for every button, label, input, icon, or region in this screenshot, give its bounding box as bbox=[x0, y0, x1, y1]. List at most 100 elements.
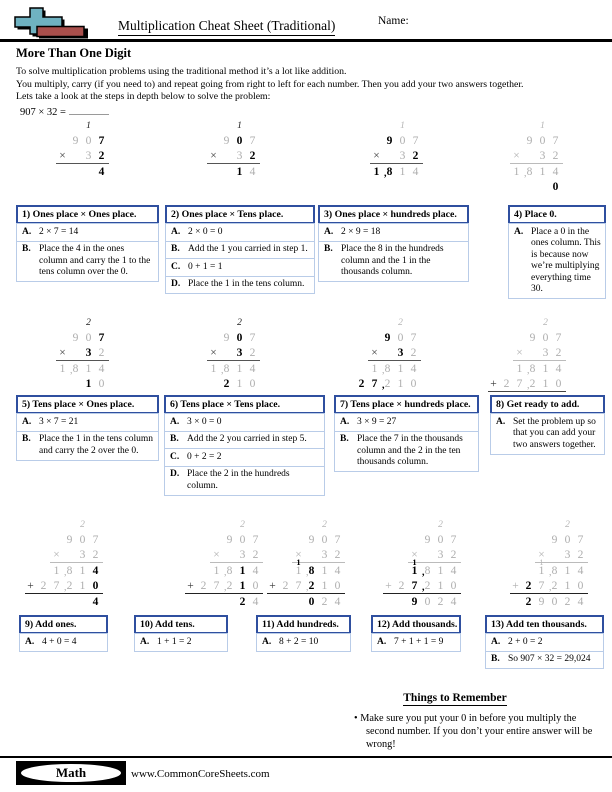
digit: 3 bbox=[399, 150, 406, 162]
digit: 1, bbox=[538, 565, 552, 578]
digit: 0 bbox=[321, 534, 328, 546]
step-box-title: 13) Add ten thousands. bbox=[485, 615, 604, 634]
step-box-8: 8) Get ready to add.A.Set the problem up… bbox=[490, 395, 605, 455]
digit: × bbox=[411, 549, 418, 561]
digit: + bbox=[187, 580, 194, 592]
digit: 8 bbox=[526, 166, 533, 178]
digit: 2 bbox=[200, 580, 207, 592]
step-item-text: Place the 1 in the tens column and carry… bbox=[39, 434, 153, 456]
step-item-letter: A. bbox=[22, 416, 32, 427]
step-item-letter: C. bbox=[171, 261, 181, 272]
digit: 7 bbox=[252, 534, 259, 546]
digit: 1 bbox=[321, 565, 328, 577]
digit: × bbox=[538, 549, 545, 561]
name-label: Name: bbox=[378, 15, 409, 27]
multiply-line bbox=[56, 360, 109, 361]
digit: 4 bbox=[412, 166, 419, 178]
digit: 0 bbox=[437, 534, 444, 546]
carry-row: 2 bbox=[24, 519, 104, 532]
step-item-letter: C. bbox=[170, 451, 180, 462]
answer-blank bbox=[68, 104, 109, 115]
step-item-letter: B. bbox=[22, 434, 31, 444]
intro-line-1: To solve multiplication problems using t… bbox=[16, 66, 347, 77]
step-item: B. Place the 1 in the tens column and car… bbox=[16, 430, 159, 461]
digit: 9 bbox=[424, 534, 431, 546]
digit: × bbox=[371, 347, 378, 359]
digit: 3 bbox=[85, 150, 92, 162]
digit: 4 bbox=[92, 565, 99, 577]
digit: 4 bbox=[334, 565, 341, 577]
step-item-letter: A. bbox=[514, 226, 524, 237]
section-heading: More Than One Digit bbox=[16, 46, 132, 60]
sum-line bbox=[383, 593, 461, 594]
subject-badge: Math bbox=[16, 761, 126, 785]
carry-row: 2 bbox=[266, 519, 346, 532]
digit: × bbox=[210, 347, 217, 359]
digit: 8 bbox=[226, 565, 233, 577]
digit: 0 bbox=[399, 135, 406, 147]
step-box-title: 2) Ones place × Tens place. bbox=[165, 205, 315, 224]
multiply-line bbox=[408, 562, 461, 563]
digit: 3 bbox=[79, 549, 86, 561]
digit: 2 bbox=[564, 596, 571, 608]
digit: 9 bbox=[72, 332, 79, 344]
multiply-line bbox=[535, 562, 588, 563]
multiply-line bbox=[510, 163, 563, 164]
digit: 1 bbox=[237, 121, 242, 131]
digit: 3 bbox=[397, 347, 404, 359]
digit: + bbox=[385, 580, 392, 592]
digit: 1 bbox=[400, 121, 405, 131]
digit: 7, bbox=[516, 378, 530, 391]
digit: + bbox=[27, 580, 34, 592]
step-item-text: So 907 × 32 = 29,024 bbox=[508, 654, 591, 664]
digit: 2 bbox=[503, 378, 510, 390]
step-box-12: 12) Add thousands.A.7 + 1 + 1 = 9 bbox=[371, 615, 461, 652]
digit: 7, bbox=[213, 580, 227, 593]
digit: × bbox=[295, 549, 302, 561]
digit: 9 bbox=[529, 332, 536, 344]
digit: 1, bbox=[213, 565, 227, 578]
digit: 2 bbox=[66, 580, 73, 592]
digit: 8 bbox=[308, 565, 315, 577]
step-item-text: Set the problem up so that you can add y… bbox=[513, 416, 596, 450]
digit: 0 bbox=[98, 378, 105, 390]
step-item-text: 2 × 0 = 0 bbox=[188, 226, 223, 237]
digit: 8 bbox=[529, 363, 536, 375]
digit: 7 bbox=[249, 135, 256, 147]
step-box-11: 11) Add hundreds.A.8 + 2 = 10 bbox=[256, 615, 351, 652]
digit: 1 bbox=[296, 557, 301, 567]
step-box-title: 12) Add thousands. bbox=[371, 615, 461, 634]
step-box-title: 8) Get ready to add. bbox=[490, 395, 605, 414]
digit: 0 bbox=[85, 135, 92, 147]
step-item: A.1 + 1 = 2 bbox=[134, 633, 228, 652]
digit: 7, bbox=[371, 378, 385, 391]
digit: 1 bbox=[539, 166, 546, 178]
digit: 2 bbox=[398, 580, 405, 592]
thousands-comma: , bbox=[527, 380, 530, 391]
step-item-letter: A. bbox=[171, 226, 181, 237]
digit: 7, bbox=[411, 580, 425, 593]
digit: 7, bbox=[295, 580, 309, 593]
digit: 2 bbox=[321, 596, 328, 608]
subject-ellipse: Math bbox=[21, 764, 121, 782]
digit: 0 bbox=[450, 580, 457, 592]
digit: 0 bbox=[539, 135, 546, 147]
thousands-comma: , bbox=[64, 582, 67, 593]
